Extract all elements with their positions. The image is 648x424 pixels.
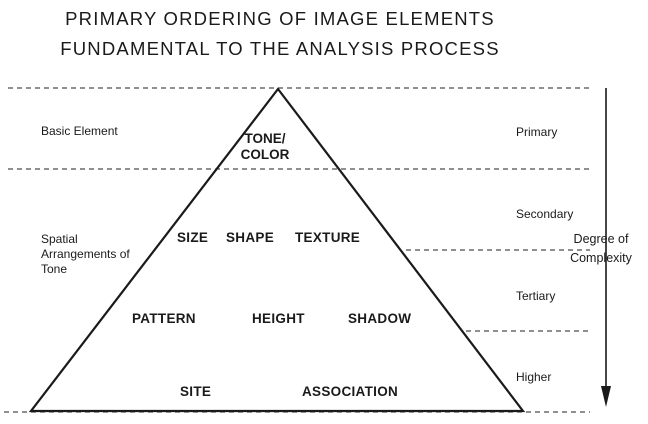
complexity-label-line-1: Degree of xyxy=(573,232,629,246)
complexity-arrowhead xyxy=(601,386,611,407)
element-height: HEIGHT xyxy=(252,311,305,326)
element-site: SITE xyxy=(180,384,212,399)
label-basic-element: Basic Element xyxy=(41,124,118,138)
element-association: ASSOCIATION xyxy=(302,384,399,399)
element-pattern: PATTERN xyxy=(132,311,196,326)
element-size: SIZE xyxy=(177,230,209,245)
level-higher: Higher xyxy=(516,370,552,384)
element-shadow: SHADOW xyxy=(348,311,412,326)
label-spatial-arrangements: Spatial Arrangements of Tone xyxy=(41,232,130,276)
level-tertiary: Tertiary xyxy=(516,289,556,303)
level-secondary: Secondary xyxy=(516,207,574,221)
diagram-title-line-1: PRIMARY ORDERING OF IMAGE ELEMENTS xyxy=(65,8,495,29)
level-primary: Primary xyxy=(516,125,558,139)
element-tone-color: TONE/ COLOR xyxy=(240,131,290,162)
pyramid-triangle xyxy=(28,87,526,413)
diagram-title-line-2: FUNDAMENTAL TO THE ANALYSIS PROCESS xyxy=(60,38,500,59)
element-shape: SHAPE xyxy=(226,230,275,245)
element-texture: TEXTURE xyxy=(295,230,361,245)
complexity-label-line-2: Complexity xyxy=(570,251,632,265)
